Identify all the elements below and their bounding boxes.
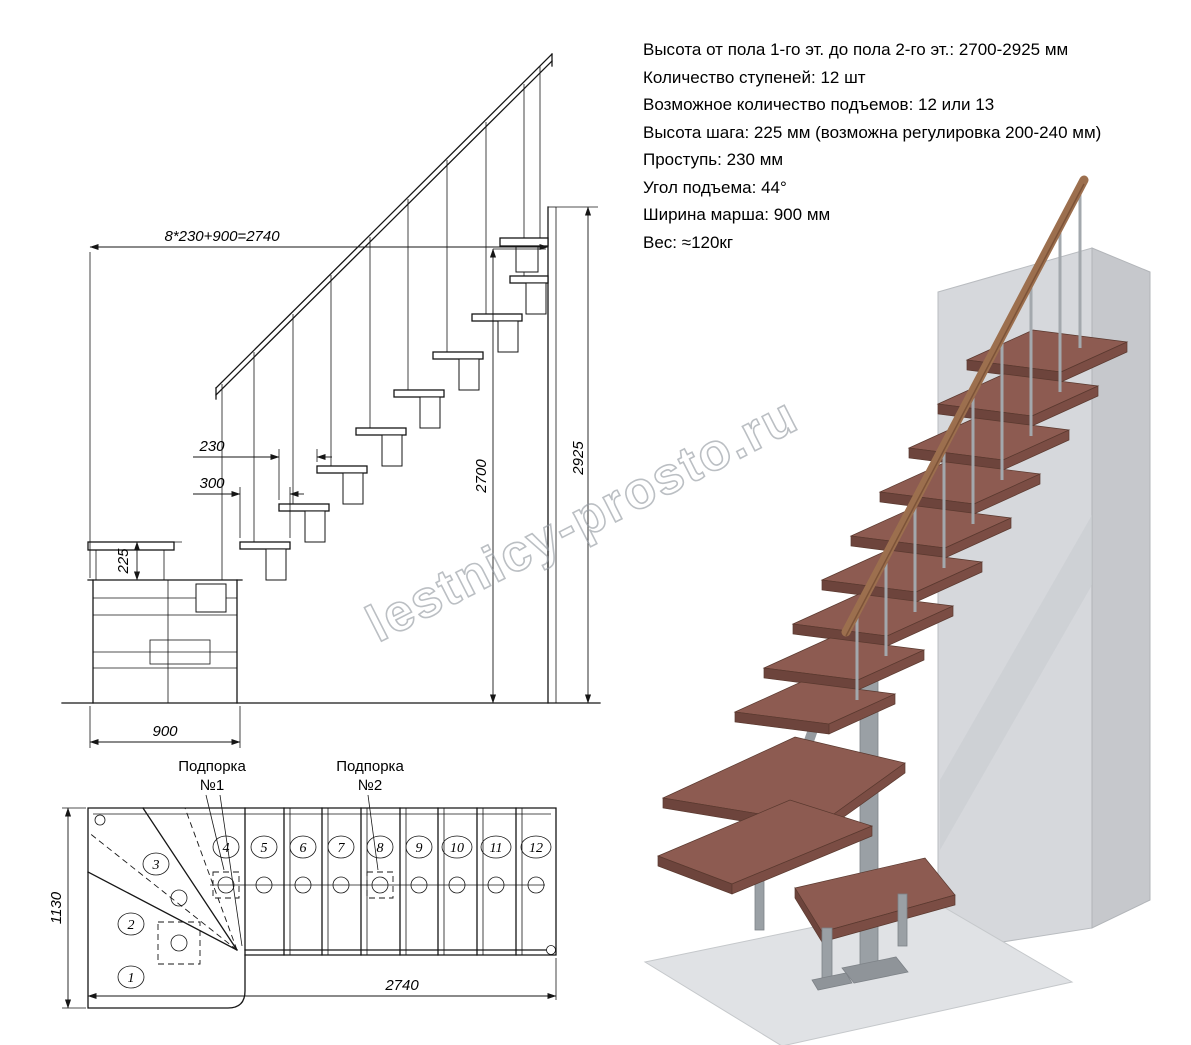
step1-posts — [811, 893, 908, 991]
step-number: 2 — [128, 918, 135, 933]
spec-line: Проступь: 230 мм — [643, 150, 784, 169]
balusters — [221, 66, 541, 580]
render-3d — [643, 175, 1151, 1045]
step-number: 5 — [261, 841, 268, 856]
support-labels: Подпорка №1 Подпорка №2 — [178, 758, 404, 947]
plan-handrail — [244, 945, 556, 955]
treads — [239, 237, 549, 581]
dim-height-max: 2925 — [570, 441, 587, 476]
dim-plan-width: 1130 — [48, 891, 65, 924]
dim-height-min: 2700 — [473, 459, 490, 494]
wall-side-3d — [1091, 247, 1151, 929]
dim-total: 8*230+900=2740 — [164, 228, 280, 245]
plan-outline — [87, 807, 557, 1009]
dim-plan-length: 2740 — [384, 977, 419, 994]
plan-dimensions: 1130 2740 — [48, 807, 557, 1009]
step-number: 4 — [223, 841, 230, 856]
step-number: 6 — [300, 841, 307, 856]
winder-post — [754, 877, 765, 931]
step-number: 9 — [416, 841, 423, 856]
specs-panel: Высота от пола 1-го эт. до пола 2-го эт.… — [643, 36, 1188, 256]
dim-platform-width: 900 — [152, 723, 178, 740]
spec-line: Количество ступеней: 12 шт — [643, 67, 866, 87]
spec-line: Ширина марша: 900 мм — [643, 205, 831, 224]
plan-modules — [157, 871, 545, 965]
support2-number: №2 — [358, 777, 382, 794]
treads-3d — [657, 329, 1129, 944]
step-number: 8 — [377, 841, 384, 856]
spec-line: Вес: ≈120кг — [643, 232, 734, 252]
step-number: 3 — [152, 858, 160, 873]
side-dimensions: 8*230+900=2740 2925 2700 230 — [89, 206, 598, 748]
support2-label: Подпорка — [336, 758, 404, 775]
balusters-3d — [855, 186, 1082, 700]
step-number: 7 — [338, 841, 346, 856]
spec-line: Высота от пола 1-го эт. до пола 2-го эт.… — [643, 40, 1069, 59]
plan-step-lines — [244, 807, 523, 956]
spec-line: Высота шага: 225 мм (возможна регулировк… — [643, 122, 1102, 142]
handrail — [215, 53, 553, 400]
side-view-drawing: 8*230+900=2740 2925 2700 230 — [61, 53, 601, 748]
step-number: 10 — [450, 841, 464, 856]
plan-winder-lines — [87, 807, 238, 951]
step-number: 1 — [128, 971, 135, 986]
spec-line: Угол подъема: 44° — [643, 177, 787, 197]
plan-view-drawing: 1 2 3 4 5 6 7 8 9 10 11 — [48, 758, 557, 1009]
handrail-3d — [841, 175, 1089, 637]
plan-step-numbers: 1 2 3 4 5 6 7 8 9 10 11 — [117, 835, 552, 989]
support1-label: Подпорка — [178, 758, 246, 775]
dim-tread-depth: 230 — [198, 438, 225, 455]
dim-board-width: 300 — [199, 475, 225, 492]
support1-number: №1 — [200, 777, 224, 794]
spec-line: Возможное количество подъемов: 12 или 13 — [643, 95, 995, 114]
wall-shadow — [940, 515, 1092, 850]
step-number: 11 — [490, 841, 503, 856]
platform-box — [87, 541, 243, 704]
dim-step-rise: 225 — [115, 548, 132, 575]
step-number: 12 — [529, 841, 543, 856]
wall-section — [547, 206, 557, 704]
